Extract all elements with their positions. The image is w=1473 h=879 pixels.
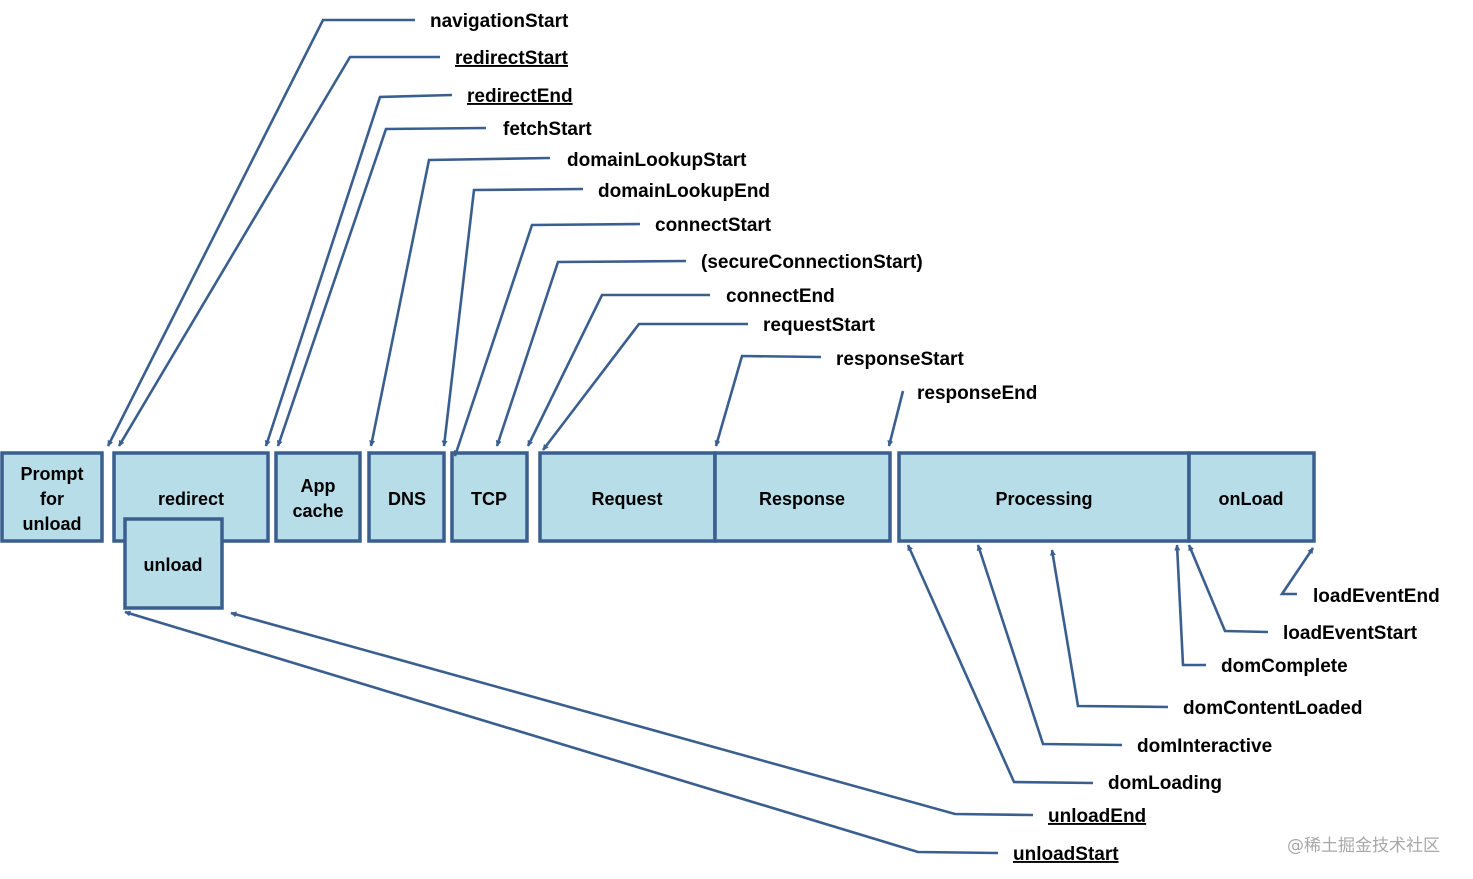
callout-domain-lookup-end: domainLookupEnd bbox=[441, 181, 770, 447]
unload-label: unload bbox=[144, 555, 203, 575]
label-domain-lookup-end: domainLookupEnd bbox=[598, 181, 770, 202]
app-cache-box: App cache bbox=[274, 451, 362, 543]
callout-fetch-start: fetchStart bbox=[276, 119, 592, 447]
label-dom-content-loaded: domContentLoaded bbox=[1183, 698, 1362, 719]
prompt-for-unload-label-line3: unload bbox=[23, 514, 82, 534]
callout-unload-start: unloadStart bbox=[124, 610, 1119, 865]
callout-connect-start: connectStart bbox=[453, 215, 772, 457]
label-unload-start: unloadStart bbox=[1013, 844, 1119, 865]
redirect-label: redirect bbox=[158, 489, 224, 509]
response-box: Response bbox=[713, 451, 892, 543]
callout-request-start: requestStart bbox=[541, 315, 876, 451]
label-response-start: responseStart bbox=[836, 349, 964, 370]
label-load-event-end: loadEventEnd bbox=[1313, 586, 1440, 607]
callout-redirect-start: redirectStart bbox=[117, 48, 569, 447]
callout-dom-loading: domLoading bbox=[906, 544, 1222, 794]
prompt-for-unload-label-line1: Prompt bbox=[21, 464, 84, 484]
callout-redirect-end: redirectEnd bbox=[264, 86, 573, 447]
dns-box: DNS bbox=[367, 451, 446, 543]
tcp-label: TCP bbox=[471, 489, 507, 509]
onload-label: onLoad bbox=[1219, 489, 1284, 509]
watermark-text: @稀土掘金技术社区 bbox=[1287, 836, 1440, 856]
label-fetch-start: fetchStart bbox=[503, 119, 592, 140]
response-label: Response bbox=[759, 489, 845, 509]
app-cache-label-line1: App bbox=[301, 476, 336, 496]
callout-load-event-start: loadEventStart bbox=[1187, 544, 1418, 644]
label-dom-loading: domLoading bbox=[1108, 773, 1222, 794]
prompt-for-unload-box: Prompt for unload bbox=[0, 451, 104, 543]
label-load-event-start: loadEventStart bbox=[1283, 623, 1418, 644]
callout-dom-complete: domComplete bbox=[1174, 544, 1348, 677]
callout-response-start: responseStart bbox=[714, 349, 964, 447]
onload-box: onLoad bbox=[1187, 451, 1316, 543]
label-request-start: requestStart bbox=[763, 315, 876, 336]
label-dom-interactive: domInteractive bbox=[1137, 736, 1272, 757]
label-navigation-start: navigationStart bbox=[430, 11, 569, 32]
label-response-end: responseEnd bbox=[917, 383, 1037, 404]
label-connect-end: connectEnd bbox=[726, 286, 835, 307]
label-connect-start: connectStart bbox=[655, 215, 772, 236]
label-secure-connection-start: (secureConnectionStart) bbox=[701, 252, 923, 273]
callout-dom-content-loaded: domContentLoaded bbox=[1049, 549, 1362, 719]
label-unload-end: unloadEnd bbox=[1048, 806, 1146, 827]
callout-dom-interactive: domInteractive bbox=[976, 544, 1272, 757]
label-redirect-start: redirectStart bbox=[455, 48, 569, 69]
callout-response-end: responseEnd bbox=[887, 383, 1037, 447]
callout-navigation-start: navigationStart bbox=[106, 11, 569, 447]
callout-secure-connection-start: (secureConnectionStart) bbox=[495, 252, 923, 447]
callout-unload-end: unloadEnd bbox=[230, 611, 1146, 827]
callout-load-event-end: loadEventEnd bbox=[1279, 547, 1440, 607]
processing-label: Processing bbox=[995, 489, 1092, 509]
prompt-for-unload-label-line2: for bbox=[40, 489, 64, 509]
label-dom-complete: domComplete bbox=[1221, 656, 1348, 677]
tcp-box: TCP bbox=[450, 451, 529, 543]
request-label: Request bbox=[591, 489, 662, 509]
callout-connect-end: connectEnd bbox=[526, 286, 835, 447]
processing-box: Processing bbox=[897, 451, 1191, 543]
request-box: Request bbox=[538, 451, 717, 543]
app-cache-label-line2: cache bbox=[292, 501, 343, 521]
dns-label: DNS bbox=[388, 489, 426, 509]
label-redirect-end: redirectEnd bbox=[467, 86, 573, 107]
unload-box: unload bbox=[123, 517, 224, 610]
callout-domain-lookup-start: domainLookupStart bbox=[369, 150, 747, 447]
label-domain-lookup-start: domainLookupStart bbox=[567, 150, 747, 171]
